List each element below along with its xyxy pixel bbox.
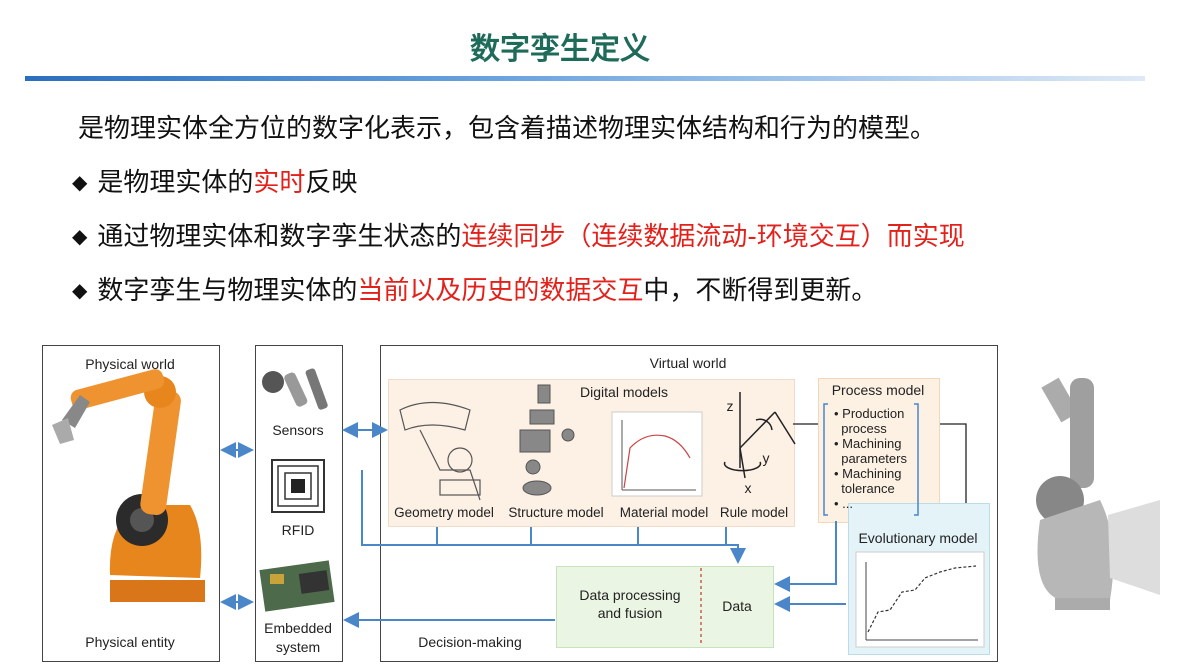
- bullet-1-highlight: 实时: [253, 168, 306, 198]
- bullet-3-highlight: 当前以及历史的数据交互: [357, 276, 644, 306]
- rfid-label: RFID: [281, 522, 315, 538]
- data-label: Data: [722, 598, 752, 614]
- embedded-label-line2: system: [275, 639, 321, 655]
- intro-text: 是物理实体全方位的数字化表示，包含着描述物理实体结构和行为的模型。: [78, 114, 937, 144]
- material-model-chart-icon: [611, 411, 703, 497]
- virtual-world-label: Virtual world: [649, 355, 727, 371]
- data-processing-label-line2: and fusion: [597, 605, 663, 621]
- bullet-3: ◆ 数字孪生与物理实体的当前以及历史的数据交互中，不断得到更新。: [72, 270, 877, 307]
- physical-entity-label: Physical entity: [85, 634, 175, 650]
- physical-world-label: Physical world: [85, 356, 175, 372]
- diamond-bullet-icon: ◆: [72, 224, 88, 248]
- axis-y-label: y: [762, 450, 770, 466]
- page-title: 数字孪生定义: [470, 32, 650, 67]
- diamond-bullet-icon: ◆: [72, 278, 88, 302]
- digital-models-panel: [388, 379, 795, 527]
- bullet-1: ◆ 是物理实体的实时反映: [72, 162, 357, 199]
- structure-model-label: Structure model: [508, 505, 604, 520]
- bullet-2-pre: 通过物理实体和数字孪生状态的: [97, 222, 462, 252]
- geometry-model-label: Geometry model: [394, 505, 494, 520]
- bullet-2: ◆ 通过物理实体和数字孪生状态的连续同步（连续数据流动-环境交互）而实现: [72, 216, 965, 253]
- axis-x-label: x: [744, 480, 752, 496]
- rule-model-axes-icon: [723, 392, 796, 479]
- embedded-label-line1: Embedded: [264, 620, 332, 636]
- material-model-label: Material model: [619, 505, 709, 520]
- digital-models-label: Digital models: [580, 384, 668, 400]
- sensor-icon: [262, 368, 328, 410]
- sensors-label: Sensors: [272, 422, 324, 438]
- axis-z-label: z: [726, 398, 734, 414]
- decision-making-label: Decision-making: [418, 634, 522, 650]
- title-divider: [25, 76, 1145, 81]
- bullet-1-post: 反映: [305, 168, 358, 198]
- process-model-items: • Production process• Machining paramete…: [834, 406, 907, 511]
- bullet-3-post: 中，不断得到更新。: [643, 276, 878, 306]
- industrial-robot-icon: [52, 369, 205, 602]
- virtual-robot-icon: [1036, 377, 1160, 610]
- evolutionary-chart-icon: [855, 551, 985, 648]
- bullet-2-highlight: 连续同步（连续数据流动-环境交互）而实现: [461, 222, 965, 252]
- diamond-bullet-icon: ◆: [72, 170, 88, 194]
- rfid-tag-icon: [271, 459, 325, 513]
- evolutionary-model-label: Evolutionary model: [858, 530, 978, 546]
- embedded-board-icon: [259, 560, 335, 612]
- structure-model-icon: [519, 384, 575, 496]
- data-processing-label-line1: Data processing: [579, 587, 681, 603]
- process-model-label: Process model: [831, 382, 925, 398]
- geometry-model-icon: [399, 401, 481, 501]
- bullet-1-pre: 是物理实体的: [97, 168, 254, 198]
- data-fusion-panel: [556, 566, 774, 648]
- process-model-panel: [818, 378, 940, 523]
- rule-model-label: Rule model: [719, 505, 789, 520]
- bullet-3-pre: 数字孪生与物理实体的: [97, 276, 358, 306]
